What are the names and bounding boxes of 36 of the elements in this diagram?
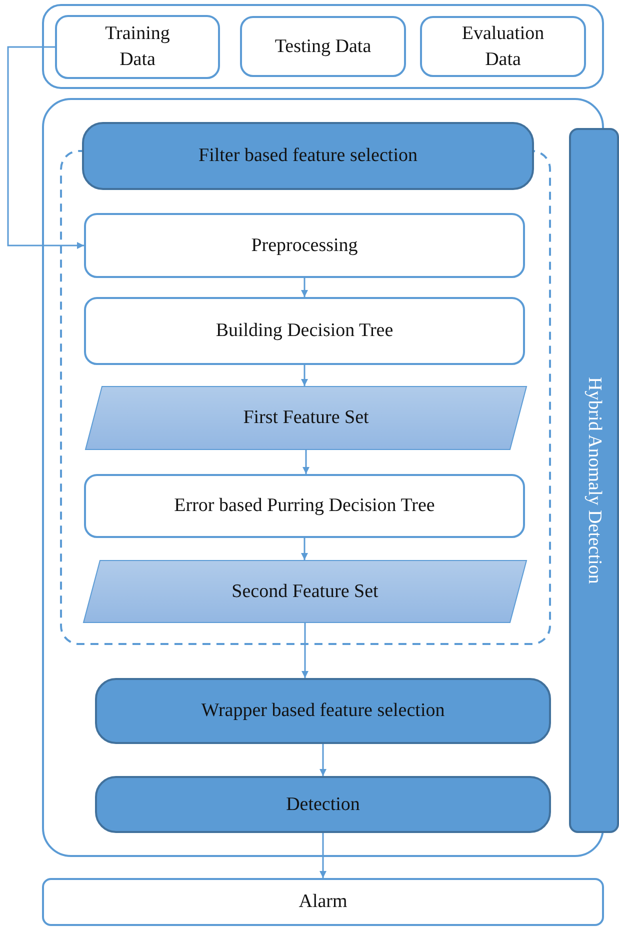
arrow: [302, 623, 308, 678]
process-box: [240, 16, 406, 77]
box-label: Wrapper based feature selection: [201, 699, 445, 724]
arrow: [302, 450, 310, 474]
data-parallelogram: [83, 560, 527, 623]
container-box: [42, 98, 604, 857]
process-box: [84, 213, 525, 278]
box-label: Training Data: [104, 22, 171, 72]
process-box: [84, 474, 525, 538]
box-label: Building Decision Tree: [216, 319, 394, 344]
stage-box: [95, 678, 551, 744]
arrow: [320, 833, 326, 878]
process-box: [55, 15, 220, 79]
box-label: Alarm: [298, 890, 348, 914]
process-box: [420, 16, 586, 77]
process-box: [84, 297, 525, 365]
box-label: Second Feature Set: [232, 580, 378, 604]
vertical-label: Hybrid Anomaly Detection: [582, 377, 606, 584]
stage-box: [82, 122, 534, 190]
data-parallelogram: [85, 386, 527, 450]
box-label: Filter based feature selection: [198, 144, 418, 168]
box-label: Testing Data: [274, 34, 372, 59]
stage-box: [95, 776, 551, 833]
box-label: Detection: [286, 792, 360, 817]
process-box: [42, 878, 604, 926]
arrow: [301, 538, 308, 560]
arrow: [301, 278, 308, 297]
box-label: Preprocessing: [251, 234, 358, 258]
arrow: [301, 365, 308, 386]
arrow: [320, 744, 326, 776]
vertical-band: [569, 128, 619, 833]
arrow: [7, 46, 84, 249]
box-label: Evaluation Data: [460, 22, 546, 72]
box-label: First Feature Set: [243, 406, 369, 430]
container-box: [42, 4, 604, 89]
box-label: Error based Purring Decision Tree: [174, 494, 435, 518]
